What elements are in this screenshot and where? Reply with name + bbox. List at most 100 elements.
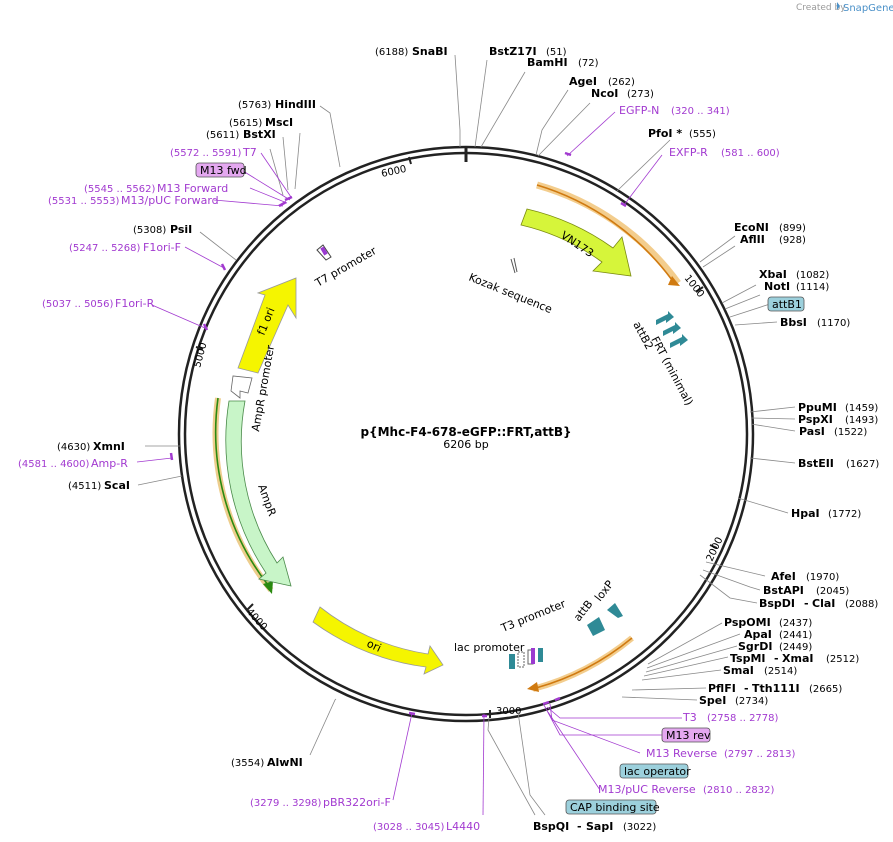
site-pfoi-name[interactable]: PfoI * — [648, 127, 682, 140]
site-msci-name[interactable]: MscI — [265, 116, 293, 129]
site-aflii-name[interactable]: AflII — [740, 233, 765, 246]
site-ncoi-pos: (273) — [627, 89, 654, 100]
site-tspmi-name[interactable]: TspMI — [730, 652, 766, 665]
site-psii-name[interactable]: PsiI — [170, 223, 192, 236]
site-clai-name[interactable]: ClaI — [812, 597, 835, 610]
tick-label-5000: 5000 — [192, 341, 209, 368]
site-bspqi-pos: (3022) — [623, 822, 656, 833]
primer-m13forward-name[interactable]: M13 Forward — [157, 182, 228, 195]
site-pflfi-name[interactable]: PflFI — [708, 682, 736, 695]
site-bspdi-pos: (2088) — [845, 599, 878, 610]
ori-feature[interactable] — [312, 606, 444, 675]
site-hindiii-name[interactable]: HindIII — [275, 98, 316, 111]
plasmid-size: 6206 bp — [443, 438, 488, 451]
primer-m13pucfwd-name[interactable]: M13/pUC Forward — [121, 194, 219, 207]
insert-highlight — [532, 635, 634, 692]
lac-promoter-feature[interactable] — [509, 648, 543, 669]
site-afei-pos: (1970) — [806, 572, 839, 583]
site-pasi-name[interactable]: PasI — [799, 425, 825, 438]
frt-feature[interactable] — [656, 311, 688, 348]
primer-pbr322-range: (3279 .. 3298) — [250, 798, 322, 809]
site-ncoi-name[interactable]: NcoI — [591, 87, 618, 100]
primer-pbr322-name[interactable]: pBR322ori-F — [323, 796, 391, 809]
site-apai-pos: (2441) — [779, 630, 812, 641]
vn173-highlight-arrow — [668, 276, 680, 286]
primer-leader-lines — [136, 111, 700, 816]
t7-promoter-feature[interactable] — [316, 244, 332, 261]
site-xmai-name[interactable]: XmaI — [782, 652, 813, 665]
primer-ampr-name[interactable]: Amp-R — [91, 457, 128, 470]
site-sgrdi-name[interactable]: SgrDI — [738, 640, 772, 653]
primer-f1orir-name[interactable]: F1ori-R — [115, 297, 155, 310]
m13-fwd-badge[interactable] — [195, 162, 245, 178]
primer-exfpr-range: (581 .. 600) — [721, 148, 780, 159]
site-xbai-name[interactable]: XbaI — [759, 268, 787, 281]
site-bstapi-name[interactable]: BstAPI — [763, 584, 804, 597]
site-ppumi-name[interactable]: PpuMI — [798, 401, 837, 414]
primer-f1orif-name[interactable]: F1ori-F — [143, 241, 181, 254]
site-hpai-name[interactable]: HpaI — [791, 507, 820, 520]
site-afei-name[interactable]: AfeI — [771, 570, 796, 583]
site-bsteii-pos: (1627) — [846, 459, 879, 470]
loxp-feature[interactable] — [607, 603, 623, 618]
leader-lines — [137, 54, 796, 816]
site-spei-name[interactable]: SpeI — [699, 694, 726, 707]
ampr-feature[interactable] — [225, 400, 292, 587]
attb1-badge[interactable] — [767, 296, 805, 312]
site-bbsi-name[interactable]: BbsI — [780, 316, 807, 329]
primer-t3-name[interactable]: T3 — [682, 711, 697, 724]
site-snabi-name[interactable]: SnaBI — [412, 45, 448, 58]
m13-rev-badge-label: M13 rev — [666, 729, 711, 742]
primer-egfpn-name[interactable]: EGFP-N — [619, 104, 659, 117]
site-bstxi-name[interactable]: BstXI — [243, 128, 276, 141]
site-alwni-pos: (3554) — [231, 758, 264, 769]
primer-t7-name[interactable]: T7 — [242, 146, 257, 159]
primer-m13pucrev-name[interactable]: M13/pUC Reverse — [598, 783, 696, 796]
site-apai-name[interactable]: ApaI — [744, 628, 772, 641]
attb-label: attB — [571, 598, 595, 624]
snapgene-logo-icon — [837, 2, 840, 10]
site-agei-name[interactable]: AgeI — [569, 75, 597, 88]
primer-m13forward-range: (5545 .. 5562) — [84, 184, 156, 195]
site-pspxi-name[interactable]: PspXI — [798, 413, 833, 426]
primer-l4440-name[interactable]: L4440 — [446, 820, 480, 833]
lac-operator-badge[interactable] — [619, 763, 689, 779]
site-alwni-name[interactable]: AlwNI — [267, 756, 303, 769]
site-sapi-name[interactable]: SapI — [586, 820, 613, 833]
m13-rev-badge[interactable] — [661, 727, 711, 743]
site-bspdi-name[interactable]: BspDI — [759, 597, 795, 610]
primer-m13reverse-name[interactable]: M13 Reverse — [646, 747, 717, 760]
site-tth111i-name[interactable]: Tth111I — [752, 682, 800, 695]
created-by-text: Created by — [796, 3, 846, 13]
vn173-feature[interactable] — [520, 208, 632, 277]
vn173-highlight-line — [536, 184, 673, 281]
site-xmni-name[interactable]: XmnI — [93, 440, 125, 453]
snapgene-brand: SnapGene — [843, 3, 893, 14]
primer-m13reverse-range: (2797 .. 2813) — [724, 749, 796, 760]
ori-label: ori — [365, 637, 383, 655]
site-bsteii-name[interactable]: BstEII — [798, 457, 834, 470]
cap-binding-site-badge[interactable] — [565, 799, 657, 815]
cap-binding-site-badge-label: CAP binding site — [570, 801, 660, 814]
site-smai-name[interactable]: SmaI — [723, 664, 754, 677]
site-pspomi-name[interactable]: PspOMI — [724, 616, 771, 629]
attb-feature[interactable] — [587, 617, 605, 636]
site-noti-name[interactable]: NotI — [764, 280, 790, 293]
site-aflii-pos: (928) — [779, 235, 806, 246]
primer-f1orir-range: (5037 .. 5056) — [42, 299, 114, 310]
site-bspqi-name[interactable]: BspQI — [533, 820, 569, 833]
site-noti-pos: (1114) — [796, 282, 829, 293]
f1-ori-feature[interactable] — [237, 277, 297, 374]
ampr-promoter-feature[interactable] — [230, 375, 253, 399]
site-scai-name[interactable]: ScaI — [104, 479, 130, 492]
site-econi-name[interactable]: EcoNI — [734, 221, 769, 234]
site-tspmi-sep: - — [774, 652, 779, 665]
primer-exfpr-name[interactable]: EXFP-R — [669, 146, 708, 159]
primer-marks — [169, 151, 627, 718]
t3-promoter-label: T3 promoter — [498, 597, 568, 635]
site-xbai-pos: (1082) — [796, 270, 829, 281]
site-bamhi-pos: (72) — [578, 58, 599, 69]
ampr-highlight-line — [214, 397, 269, 586]
site-bstz17i-name[interactable]: BstZ17I — [489, 45, 537, 58]
site-bamhi-name[interactable]: BamHI — [527, 56, 568, 69]
